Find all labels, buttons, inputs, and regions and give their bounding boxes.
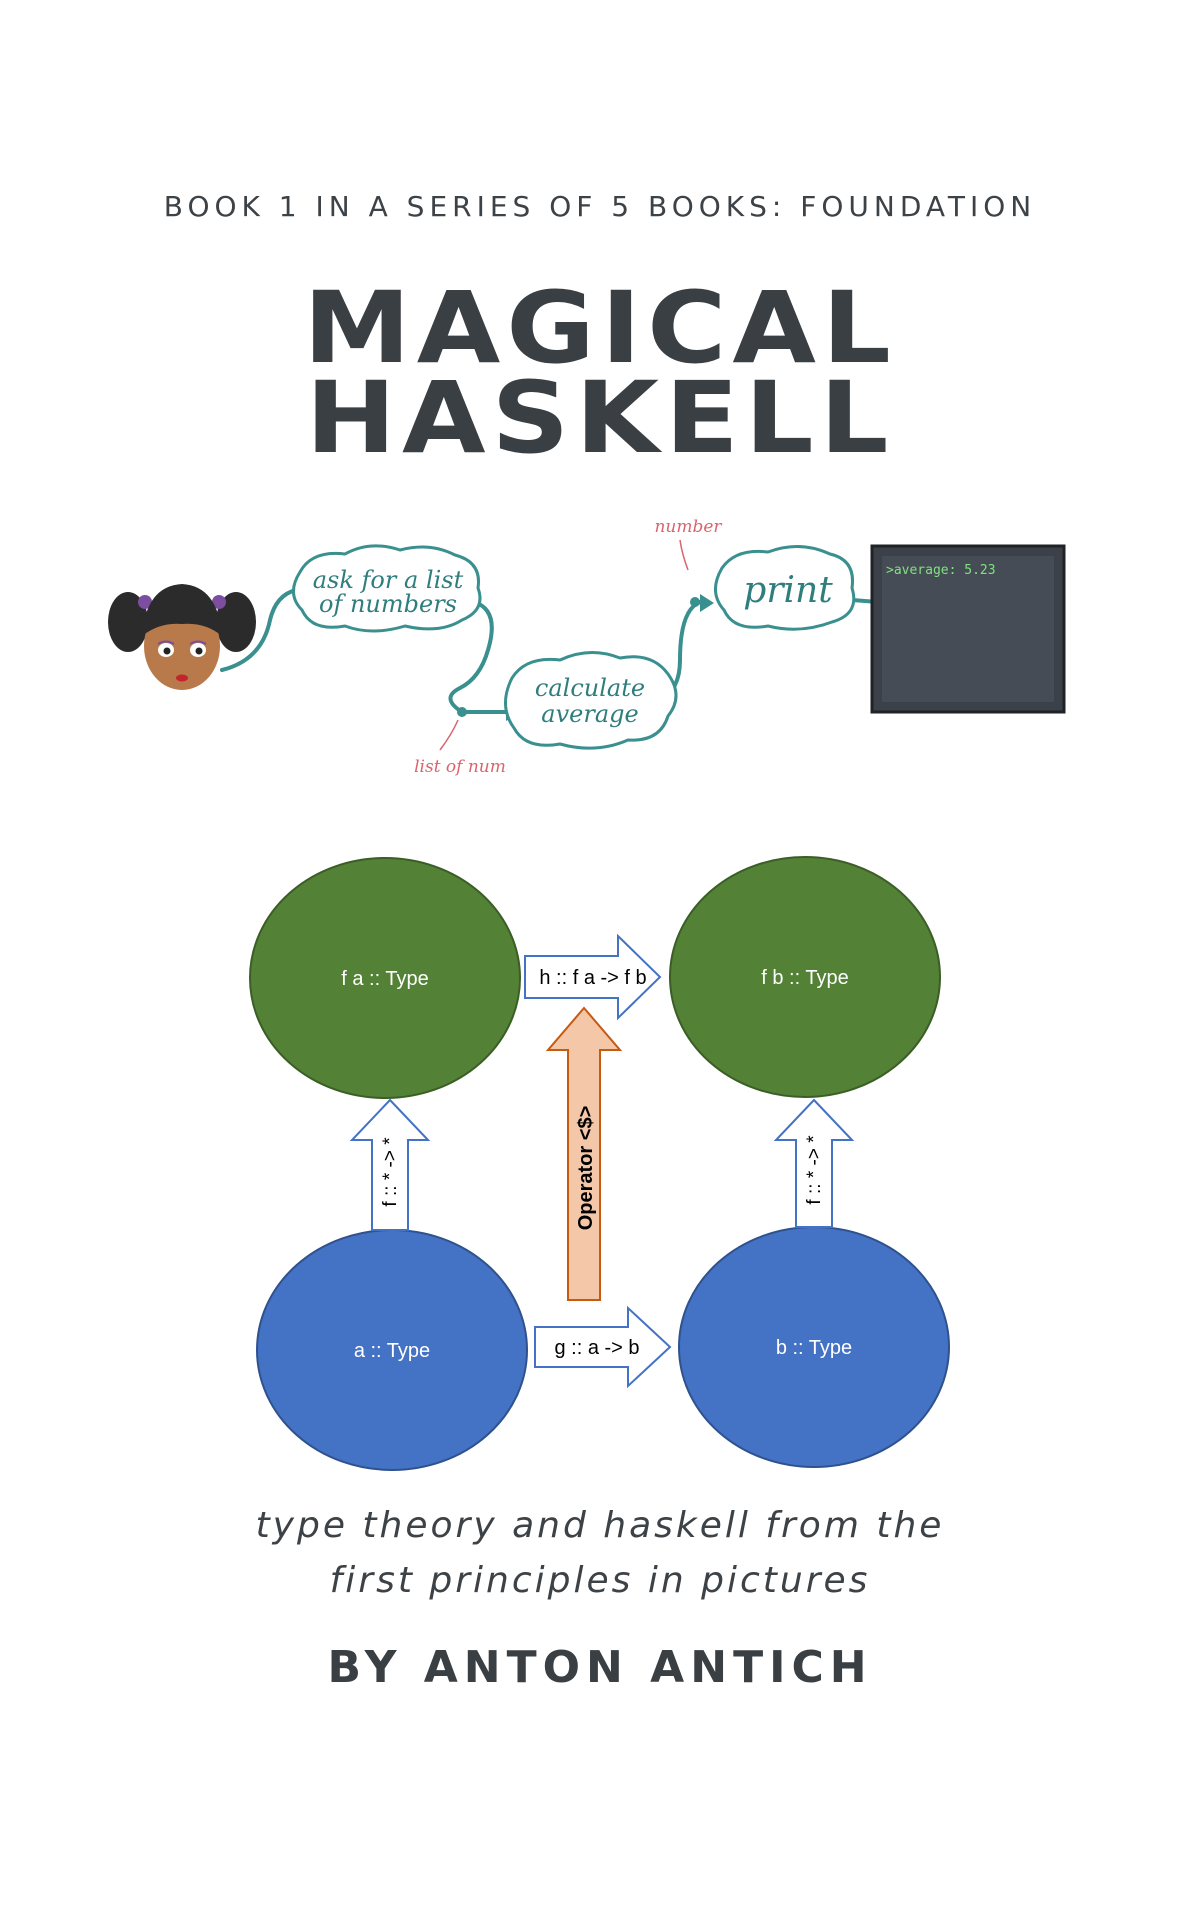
a-type-label: a :: Type bbox=[354, 1340, 430, 1362]
left-functor-arrow bbox=[349, 1098, 431, 1231]
g-function-label: g :: a -> b bbox=[554, 1337, 639, 1359]
functor-diagram: f a :: Type f b :: Type a :: Type b :: T… bbox=[249, 856, 950, 1471]
g-function-arrow bbox=[534, 1305, 672, 1389]
terminal-screen: >average: 5.23 bbox=[870, 544, 1066, 714]
fb-type-label: f b :: Type bbox=[761, 967, 848, 989]
series-line: BOOK 1 IN A SERIES OF 5 BOOKS: FOUNDATIO… bbox=[163, 190, 1037, 223]
fa-type-label: f a :: Type bbox=[341, 968, 428, 990]
step-average-line2: average bbox=[541, 700, 638, 728]
program-flow-illustration: ask for a list of numbers calculate aver… bbox=[108, 517, 1066, 777]
h-function-arrow bbox=[524, 933, 662, 1021]
subtitle-line-1: type theory and haskell from the bbox=[255, 1505, 945, 1546]
title-line-2: HASKELL bbox=[305, 361, 895, 477]
left-functor-label: f :: * -> * bbox=[380, 1137, 401, 1207]
terminal-output: >average: 5.23 bbox=[886, 563, 996, 578]
operator-fmap-label: Operator <$> bbox=[575, 1106, 597, 1231]
fb-type-ellipse bbox=[669, 856, 941, 1098]
h-function-label: h :: f a -> f b bbox=[539, 967, 646, 989]
annotation-list-of-num: list of num bbox=[414, 757, 506, 777]
step-ask-line2: of numbers bbox=[319, 590, 457, 618]
author-byline: BY ANTON ANTICH bbox=[327, 1642, 873, 1693]
girl-avatar-icon bbox=[108, 584, 256, 690]
annotation-number: number bbox=[654, 517, 722, 537]
operator-fmap-arrow bbox=[545, 1006, 623, 1301]
title-line-1: MAGICAL bbox=[303, 271, 897, 387]
subtitle-line-2: first principles in pictures bbox=[329, 1560, 871, 1601]
step-average-line1: calculate bbox=[535, 674, 645, 702]
b-type-label: b :: Type bbox=[776, 1337, 852, 1359]
step-ask-line1: ask for a list bbox=[313, 566, 464, 594]
step-print: print bbox=[743, 570, 833, 611]
right-functor-label: f :: * -> * bbox=[804, 1135, 825, 1205]
right-functor-arrow bbox=[773, 1098, 855, 1228]
fa-type-ellipse bbox=[249, 857, 521, 1099]
